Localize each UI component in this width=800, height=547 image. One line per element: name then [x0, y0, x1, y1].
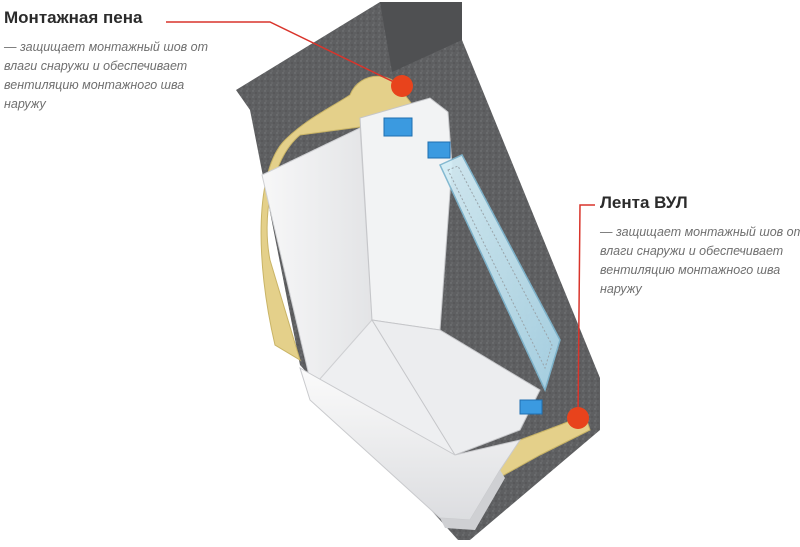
callout-line: наружу: [4, 97, 46, 111]
callout-line: влаги снаружи и обеспечивает: [600, 244, 784, 258]
callout-line: вентиляцию монтажного шва: [4, 78, 185, 92]
callout-line: вентиляцию монтажного шва: [600, 263, 781, 277]
callout-line: влаги снаружи и обеспечивает: [4, 59, 188, 73]
callout-mounting-foam: Монтажная пена — защищает монтажный шов …: [4, 8, 214, 114]
callout-line: наружу: [600, 282, 642, 296]
callout-line: — защищает монтажный шов от: [600, 225, 800, 239]
foam-marker: [166, 21, 413, 97]
callout-line: — защищает монтажный шов от: [4, 40, 209, 54]
callout-title: Монтажная пена: [4, 8, 143, 27]
callout-description: — защищает монтажный шов от влаги снаруж…: [600, 223, 800, 299]
callout-vul-tape: Лента ВУЛ — защищает монтажный шов от вл…: [600, 193, 800, 299]
callout-title: Лента ВУЛ: [600, 193, 688, 212]
tape-marker: [567, 204, 595, 429]
window-sill: [299, 366, 522, 530]
glass-unit: [439, 154, 561, 393]
callout-description: — защищает монтажный шов от влаги снаруж…: [4, 38, 214, 114]
